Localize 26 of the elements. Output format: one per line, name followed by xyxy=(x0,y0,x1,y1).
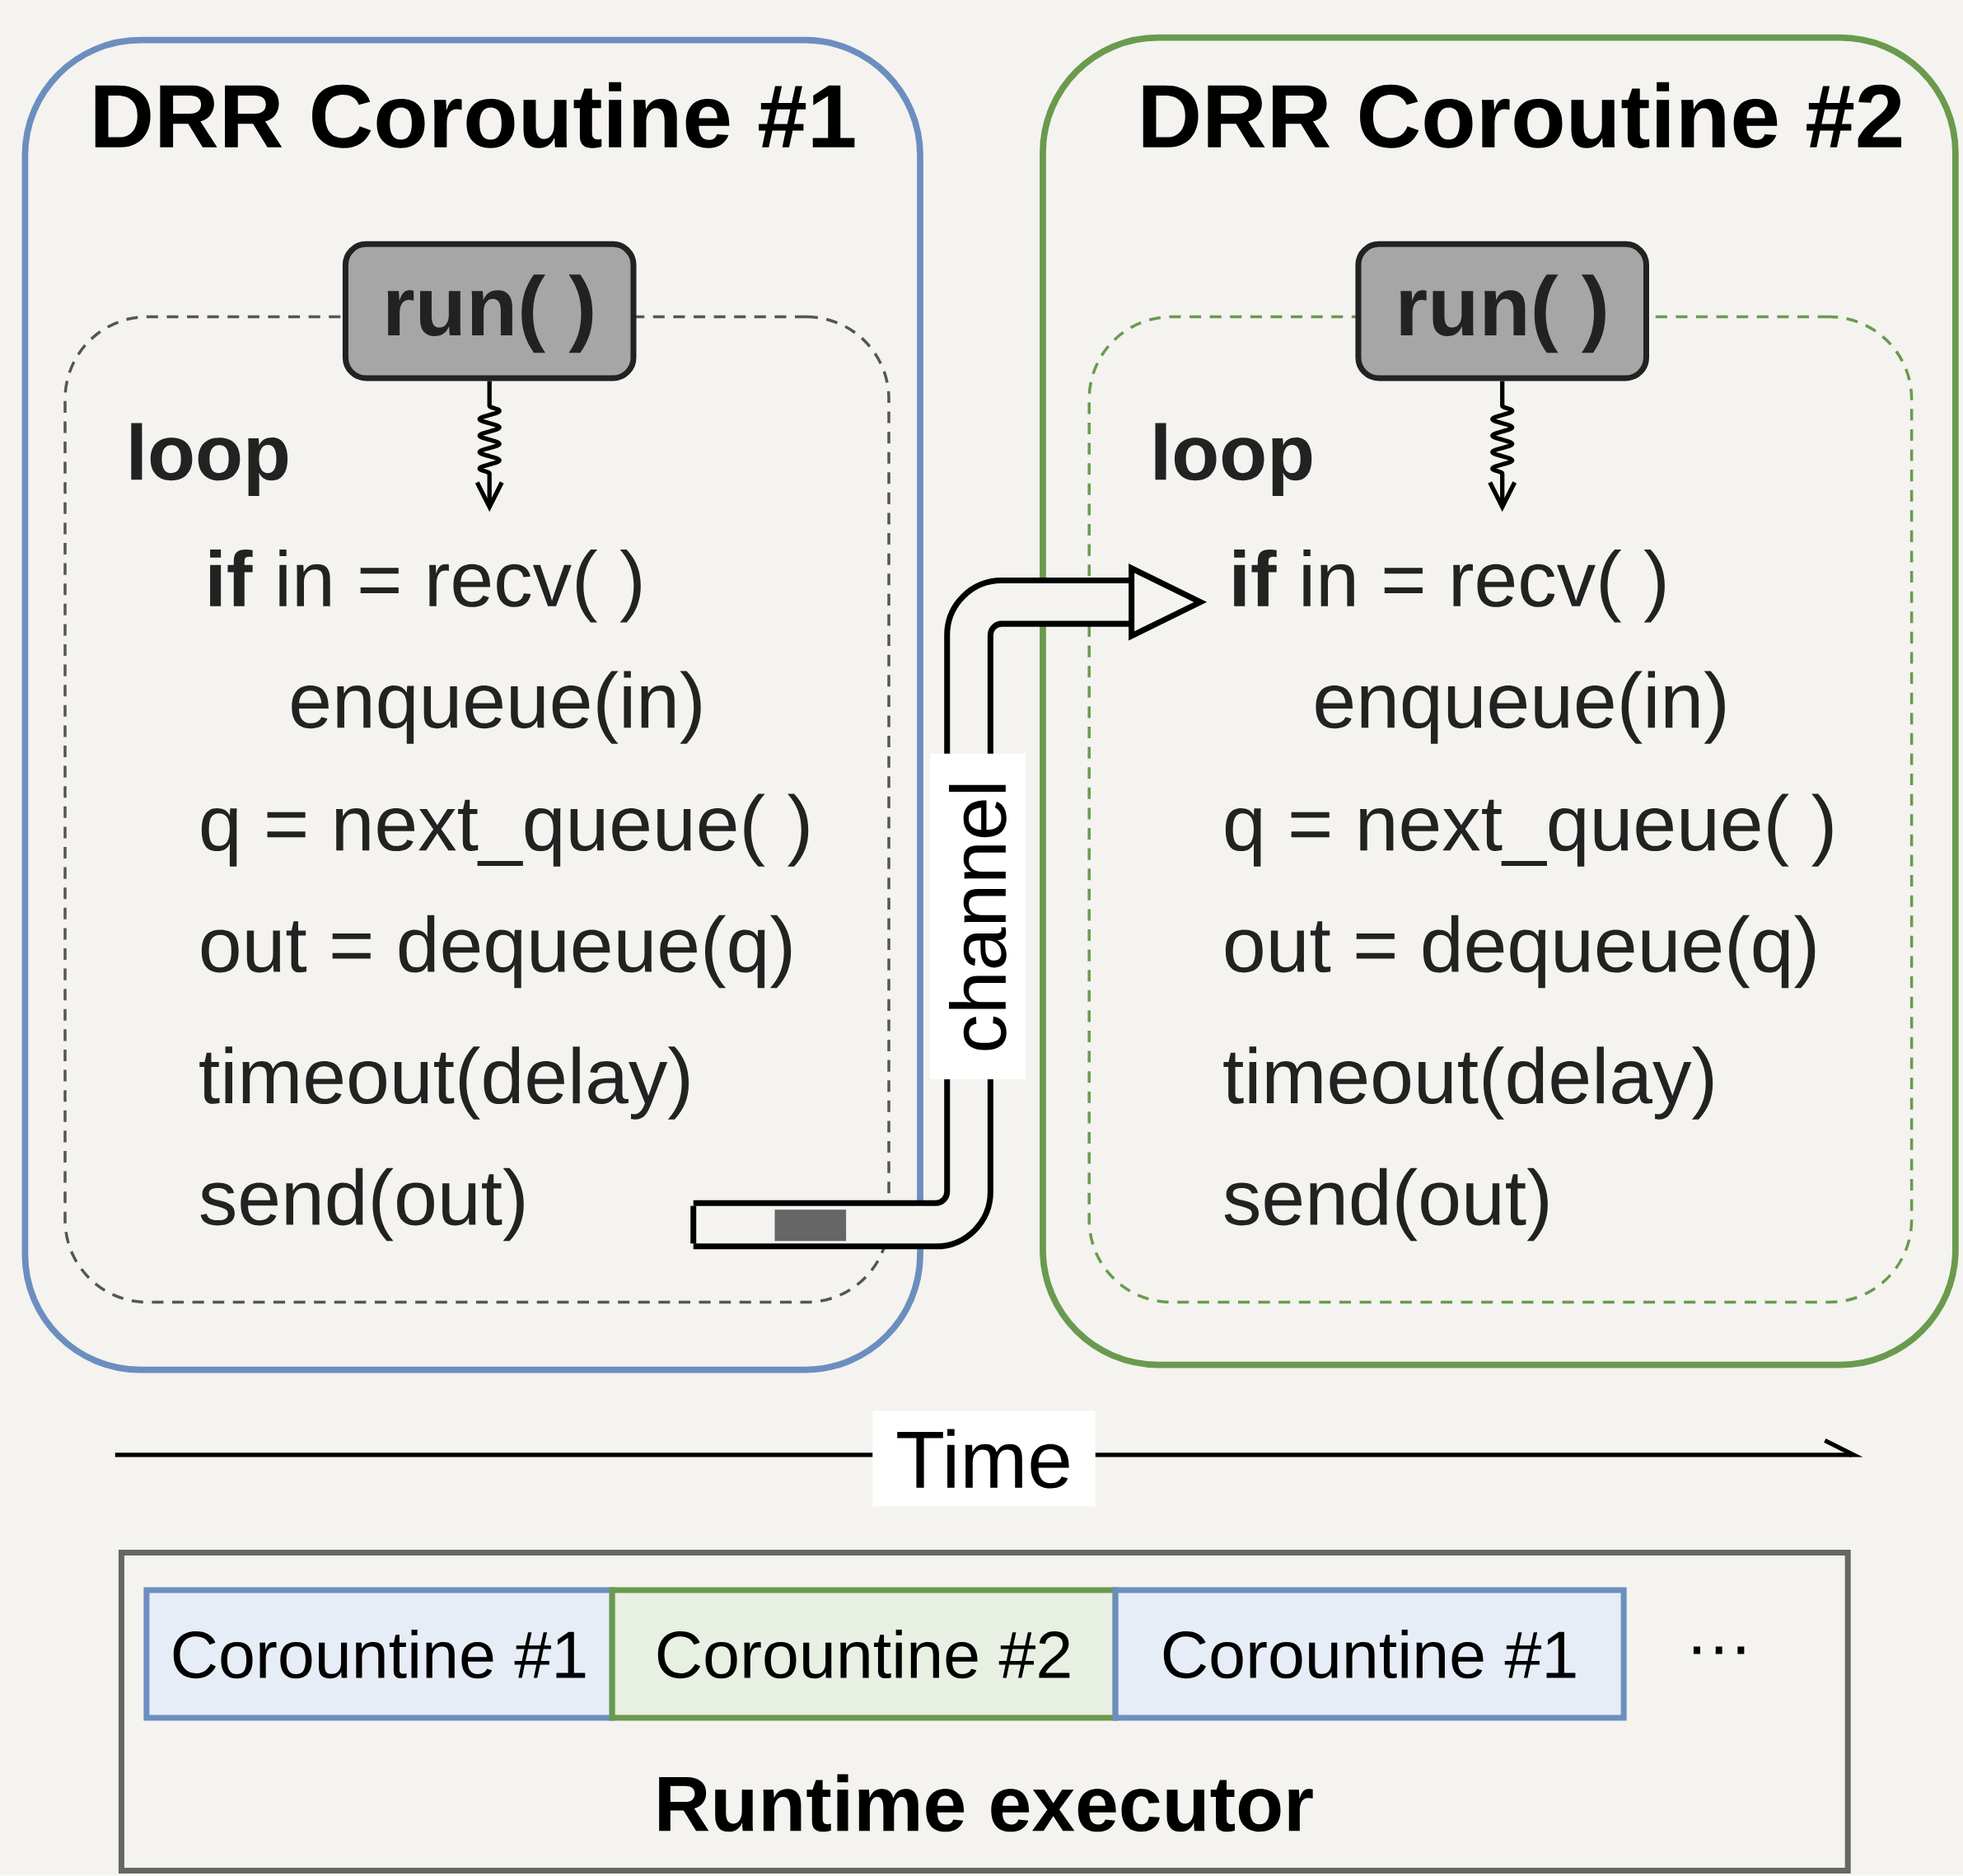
code-line: out = dequeue(q) xyxy=(201,915,792,989)
code-line: if in = recv( ) xyxy=(1234,550,1665,623)
code-line: q = next_queue( ) xyxy=(1225,793,1833,868)
code-line: enqueue(in) xyxy=(1316,671,1725,745)
time-slice: Corountine #1 xyxy=(1112,1587,1627,1721)
time-slice: Corountine #1 xyxy=(143,1587,615,1721)
code-line: enqueue(in) xyxy=(292,671,701,745)
code-line: q = next_queue( ) xyxy=(201,793,809,868)
loop-keyword: loop xyxy=(131,423,288,497)
code-line: timeout(delay) xyxy=(1223,1046,1713,1120)
executor-title: Runtime executor xyxy=(659,1774,1313,1832)
time-slice: Corountine #2 xyxy=(609,1587,1119,1721)
code-line: send(out) xyxy=(1224,1167,1548,1242)
time-label: Time xyxy=(872,1411,1096,1507)
panel-title: DRR Coroutine #2 xyxy=(1143,82,1902,148)
loop-keyword: loop xyxy=(1155,423,1312,497)
code-line: timeout(delay) xyxy=(199,1046,689,1120)
edge-label: channel xyxy=(949,784,1007,1050)
wavy-arrow xyxy=(474,381,504,512)
panel-title: DRR Coroutine #1 xyxy=(95,82,855,148)
code-line: if in = recv( ) xyxy=(210,550,641,623)
run-button: run( ) xyxy=(342,241,637,381)
ellipsis: … xyxy=(1693,1646,1745,1654)
code-line: send(out) xyxy=(200,1167,524,1242)
run-button: run( ) xyxy=(1355,241,1649,381)
code-line: out = dequeue(q) xyxy=(1225,915,1816,989)
